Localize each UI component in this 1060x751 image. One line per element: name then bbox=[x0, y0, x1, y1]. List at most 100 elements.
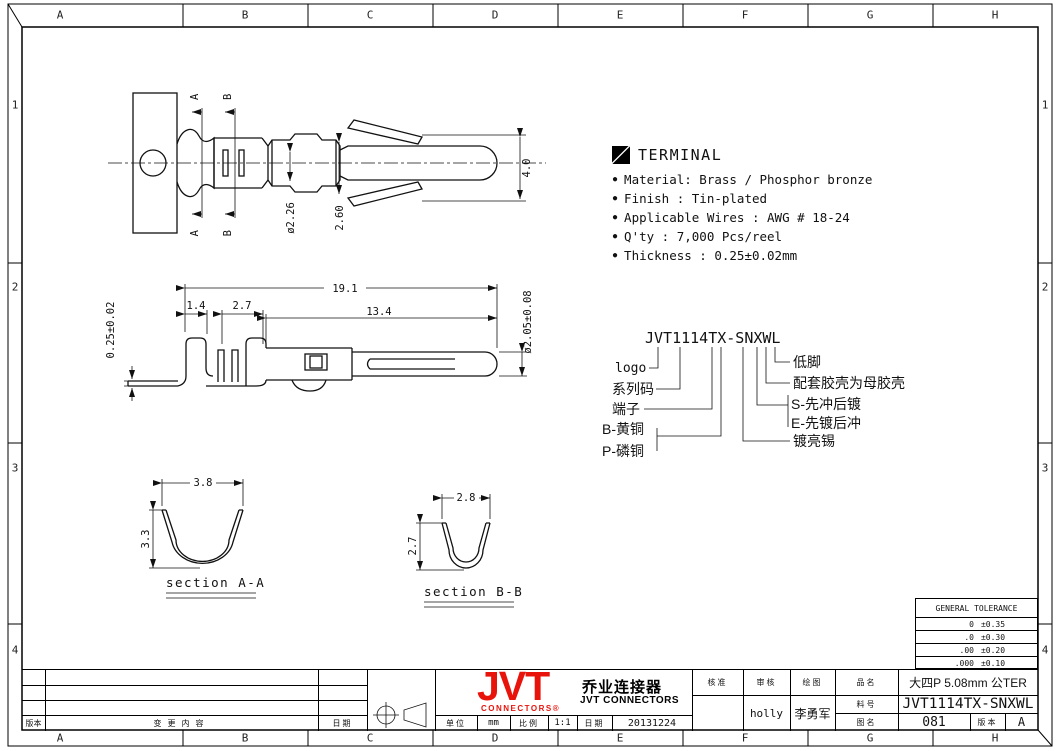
terminal-top-view: A A B B ø2.26 2.60 4.0 bbox=[108, 92, 546, 236]
company-name-en: JVT CONNECTORS bbox=[580, 695, 680, 706]
terminal-symbol-icon bbox=[612, 146, 630, 164]
zone-col-label: D bbox=[491, 731, 499, 745]
tol-digits: .00 bbox=[959, 645, 974, 655]
tolerance-row: .000 ±0.10 bbox=[916, 656, 1037, 669]
zone-col-label: H bbox=[991, 731, 999, 745]
revision-col-header: 版本 bbox=[25, 718, 42, 728]
section-a-mark: A bbox=[189, 229, 201, 236]
dim-dia-2-05: ø2.05±0.08 bbox=[522, 290, 534, 353]
zone-col-label: C bbox=[366, 8, 374, 22]
section-aa-view: 3.8 3.3 section A-A bbox=[140, 477, 264, 599]
part-number-label: 料号 bbox=[856, 699, 877, 709]
terminal-side-view: 19.1 1.4 2.7 13.4 ø2.05±0.08 0.25±0.02 bbox=[105, 282, 534, 401]
part-number-value: JVT1114TX-SNXWL bbox=[902, 696, 1034, 712]
section-b-mark: B bbox=[222, 94, 234, 100]
zone-col-label: A bbox=[56, 731, 64, 745]
side-view-outline bbox=[127, 337, 498, 392]
bullet-icon: ● bbox=[612, 192, 619, 204]
section-bb-view: 2.8 2.7 section B-B bbox=[407, 492, 522, 608]
zone-row-label: 1 bbox=[11, 98, 19, 112]
legend-s-process: S-先冲后镀 bbox=[791, 396, 861, 412]
spec-item: Q'ty : 7,000 Pcs/reel bbox=[624, 229, 783, 244]
tolerance-row: .00 ±0.20 bbox=[916, 643, 1037, 656]
zone-row-label: 1 bbox=[1041, 98, 1049, 112]
tol-digits: 0 bbox=[969, 619, 974, 629]
legend-brass: B-黄铜 bbox=[602, 421, 644, 437]
dim-4-0: 4.0 bbox=[521, 159, 533, 178]
section-aa-outline bbox=[161, 509, 244, 564]
tolerance-row: 0 ±0.35 bbox=[916, 617, 1037, 630]
zone-col-label: B bbox=[241, 731, 249, 745]
legend-e-process: E-先镀后冲 bbox=[791, 415, 861, 431]
bullet-icon: ● bbox=[612, 249, 619, 261]
zone-ticks bbox=[8, 4, 1052, 746]
unit-value: mm bbox=[488, 718, 499, 728]
dim-3-8: 3.8 bbox=[194, 477, 213, 489]
tol-digits: .0 bbox=[964, 632, 974, 642]
dim-lines bbox=[124, 284, 527, 401]
zone-col-label: B bbox=[241, 8, 249, 22]
legend-plating: 镀亮锡 bbox=[793, 433, 835, 449]
tol-digits: .000 bbox=[954, 658, 974, 668]
change-col-header: 变更内容 bbox=[153, 718, 210, 728]
section-cut-lines bbox=[192, 108, 236, 218]
legend-housing: 配套胶壳为母胶壳 bbox=[793, 375, 905, 391]
top-view-outline bbox=[132, 92, 498, 234]
drawing-name-label: 图名 bbox=[856, 717, 877, 727]
legend-logo: logo bbox=[615, 361, 646, 376]
drawn-by: 李勇军 bbox=[794, 706, 831, 721]
title-block: 版本 变更内容 日期 JVT CONNECTORS® 乔业连接器 JVT CON… bbox=[22, 666, 1038, 731]
tolerance-table: GENERAL TOLERANCE 0 ±0.35 .0 ±0.30 .00 ±0.2… bbox=[915, 598, 1038, 669]
product-name-label: 品名 bbox=[856, 678, 877, 687]
spec-item: Thickness : 0.25±0.02mm bbox=[624, 248, 798, 263]
version-label: 版本 bbox=[977, 717, 998, 727]
dim-thickness: 0.25±0.02 bbox=[105, 302, 117, 359]
legend-terminal: 端子 bbox=[612, 401, 640, 417]
dim-2-8: 2.8 bbox=[457, 492, 476, 504]
zone-col-label: F bbox=[741, 731, 749, 745]
product-name-value: 大四P 5.08mm 公TER bbox=[909, 676, 1027, 690]
underline bbox=[424, 601, 514, 608]
zone-col-label: G bbox=[866, 8, 874, 22]
bullet-icon: ● bbox=[612, 230, 619, 242]
spec-item: Finish : Tin-plated bbox=[624, 191, 768, 206]
zone-row-label: 4 bbox=[1041, 643, 1049, 657]
zone-col-label: E bbox=[616, 8, 624, 22]
drawing-number-value: 081 bbox=[922, 714, 946, 730]
section-bb-outline bbox=[441, 522, 491, 569]
scale-value: 1:1 bbox=[554, 718, 571, 728]
spec-title: TERMINAL bbox=[638, 146, 723, 164]
dim-2-60: 2.60 bbox=[334, 205, 346, 230]
dim-13-4: 13.4 bbox=[366, 306, 391, 318]
tolerance-row: .0 ±0.30 bbox=[916, 630, 1037, 643]
section-a-mark: A bbox=[189, 93, 201, 100]
approve-label: 核准 bbox=[707, 678, 728, 687]
bullet-icon: ● bbox=[612, 211, 619, 223]
zone-col-label: D bbox=[491, 8, 499, 22]
tol-value: ±0.10 bbox=[980, 658, 1006, 668]
zone-col-label: C bbox=[366, 731, 374, 745]
dim-lines bbox=[287, 128, 526, 202]
tol-value: ±0.30 bbox=[980, 632, 1006, 642]
checked-by: holly bbox=[749, 706, 784, 720]
zone-col-label: A bbox=[56, 8, 64, 22]
tol-value: ±0.35 bbox=[980, 619, 1006, 629]
zone-row-label: 3 bbox=[1041, 461, 1049, 475]
tol-value: ±0.20 bbox=[980, 645, 1006, 655]
part-number-code: JVT1114TX-SNXWL bbox=[645, 329, 780, 347]
dim-3-3: 3.3 bbox=[140, 530, 152, 549]
zone-col-label: E bbox=[616, 731, 624, 745]
tolerance-title: GENERAL TOLERANCE bbox=[935, 603, 1018, 613]
leader-lines bbox=[644, 347, 790, 451]
zone-row-label: 4 bbox=[11, 643, 19, 657]
version-value: A bbox=[1017, 715, 1026, 729]
spec-item: Material: Brass / Phosphor bronze bbox=[624, 172, 873, 187]
part-number-legend: JVT1114TX-SNXWL logo 系列码 端子 B-黄铜 P-磷铜 低脚… bbox=[602, 329, 905, 459]
dim-lines bbox=[149, 479, 244, 569]
underline bbox=[166, 592, 256, 599]
legend-low-foot: 低脚 bbox=[793, 354, 821, 370]
unit-label: 单位 bbox=[446, 718, 466, 728]
date-col-header: 日期 bbox=[332, 718, 353, 728]
